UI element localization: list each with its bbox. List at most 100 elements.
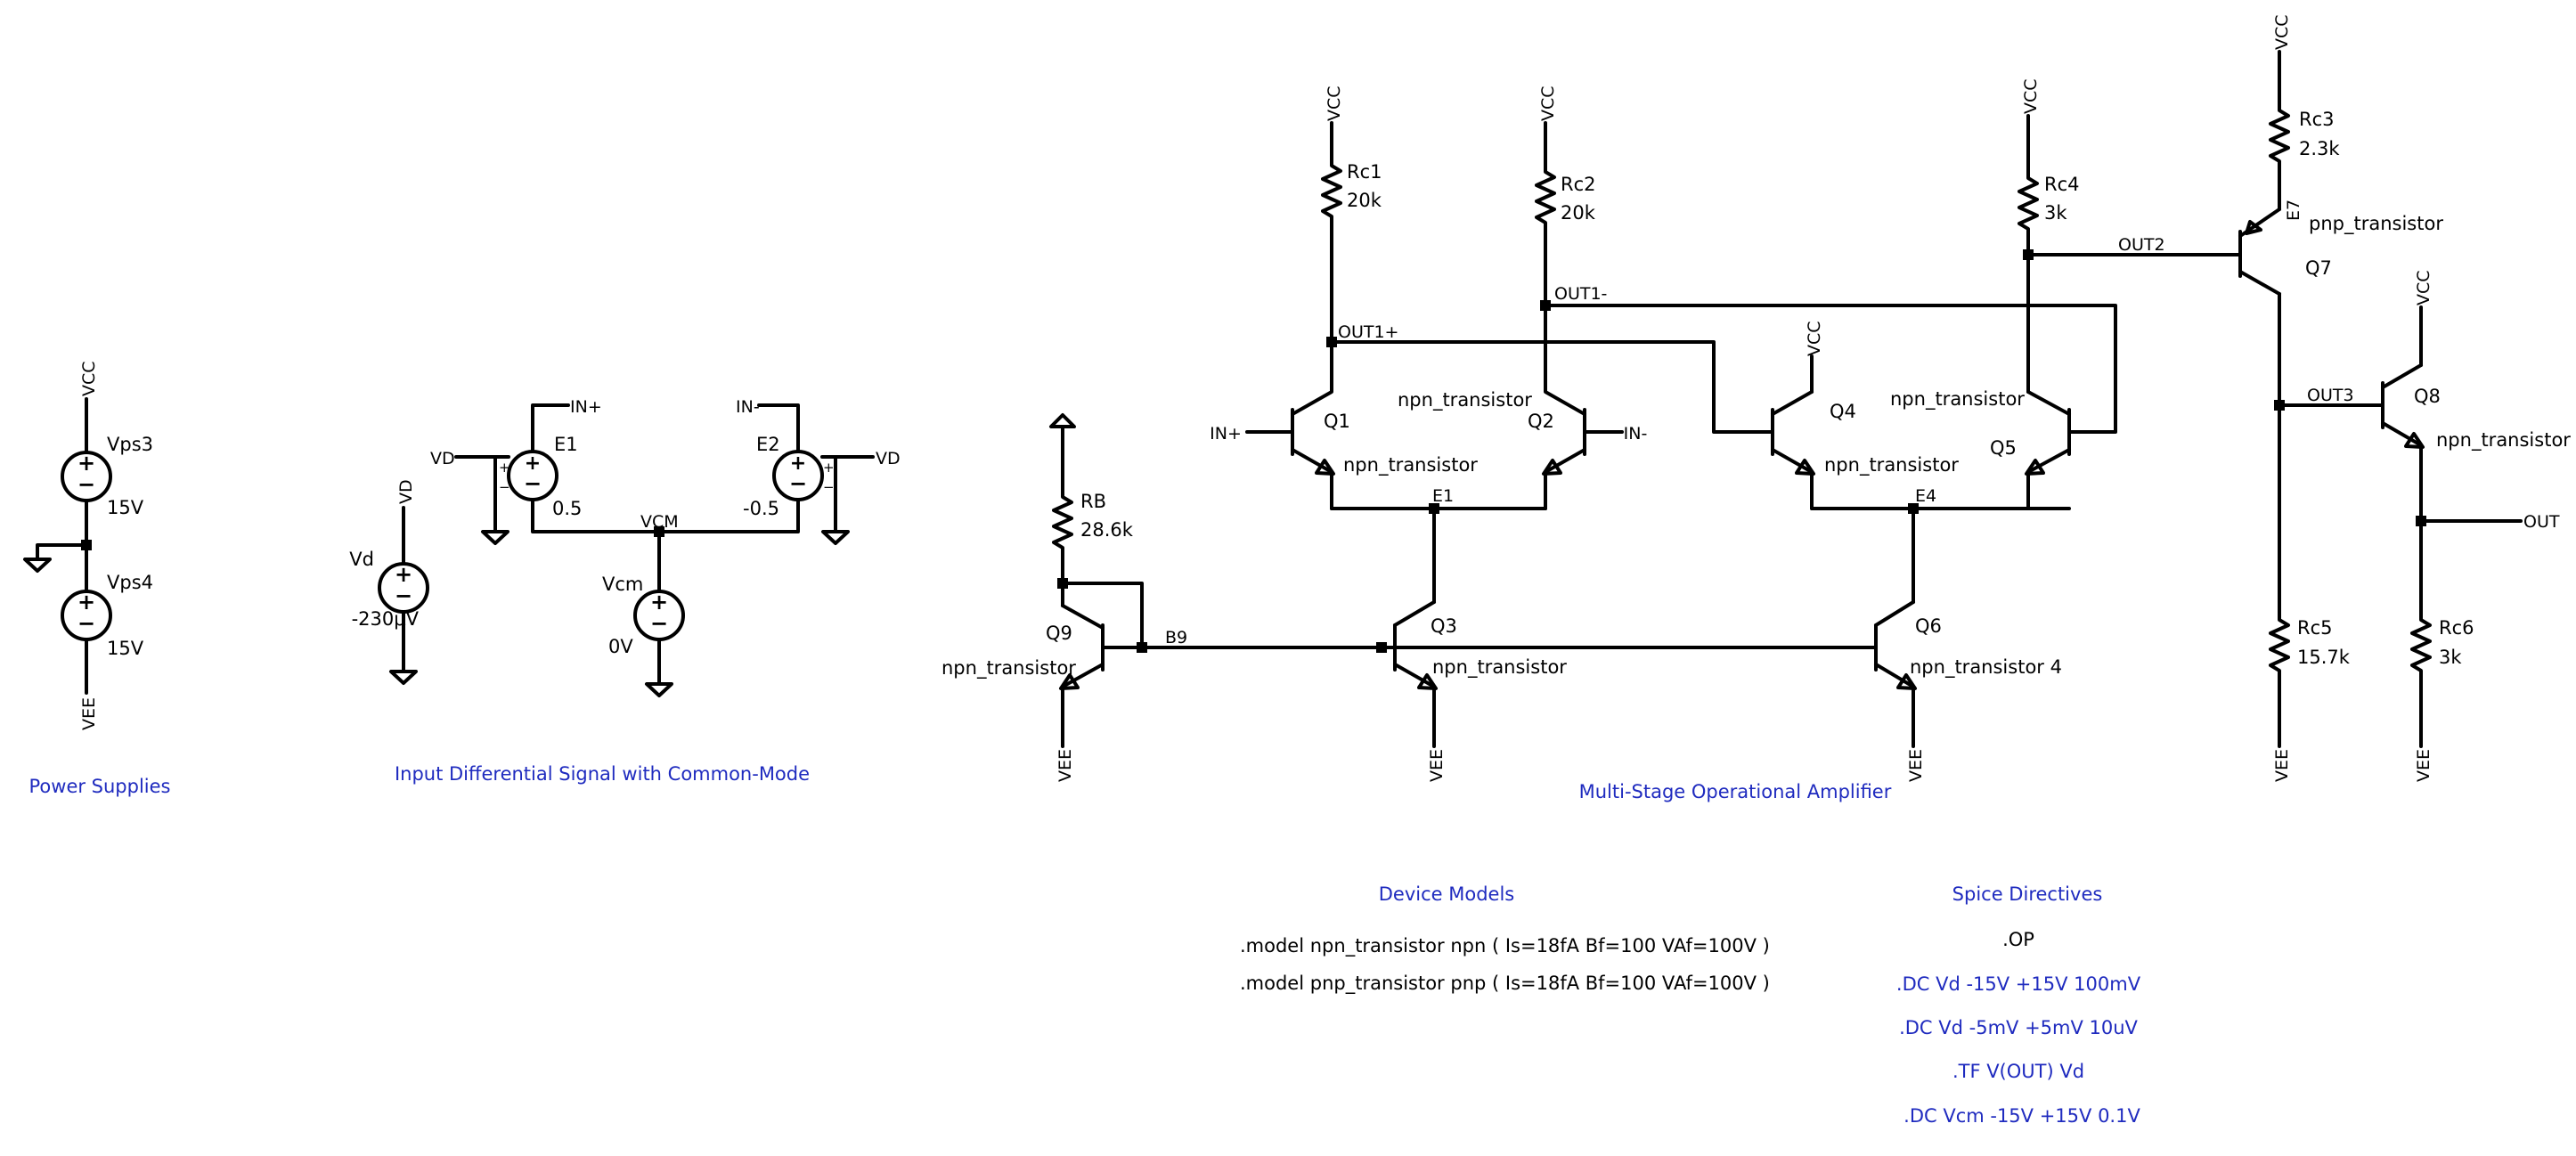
vee-label-q3: VEE (1427, 749, 1447, 782)
e2-name: E2 (756, 434, 780, 455)
vee-label-q6: VEE (1906, 749, 1926, 782)
vps4-name: Vps4 (107, 572, 153, 593)
q5-model: npn_transistor (1890, 388, 2025, 411)
vcm-value: 0V (608, 636, 633, 657)
vd-source-value: -230μV (352, 608, 420, 630)
rc2-value: 20k (1561, 202, 1596, 224)
vcc-label-rc1: VCC (1325, 85, 1344, 121)
rc2-name: Rc2 (1561, 174, 1596, 195)
e1-name: E1 (554, 434, 578, 455)
vd-label-e1: VD (430, 449, 455, 468)
rc5-value: 15.7k (2297, 647, 2351, 668)
q1-model: npn_transistor (1343, 454, 1478, 476)
vd-source-name: Vd (349, 549, 374, 570)
power-supplies: + − + − Vps3 15V Vps4 15V VCC VEE (23, 361, 153, 730)
opamp-wiring: Rc1 20k Rc2 20k Rc4 3k Rc3 2.3k OUT1+ OU… (942, 14, 2571, 782)
vd-label-src: VD (396, 479, 416, 504)
rc4-value: 3k (2044, 202, 2067, 224)
in-plus-label-q1: IN+ (1210, 424, 1242, 444)
vee-label-ps: VEE (79, 697, 99, 730)
out1-minus-label: OUT1- (1554, 284, 1607, 304)
device-models-title: Device Models (1379, 883, 1515, 905)
q6-model: npn_transistor 4 (1910, 656, 2062, 679)
rc4-name: Rc4 (2044, 174, 2080, 195)
vps4-value: 15V (107, 638, 144, 659)
directive-op: .OP (2002, 929, 2034, 950)
e7-net-label: E7 (2284, 199, 2303, 221)
q4-name: Q4 (1830, 401, 1856, 422)
rc3-value: 2.3k (2299, 138, 2340, 159)
svg-text:−: − (823, 479, 835, 495)
q9-name: Q9 (1046, 623, 1072, 644)
out1-plus-label: OUT1+ (1338, 322, 1398, 342)
rb-value: 28.6k (1080, 519, 1134, 541)
directive-dc-vcm: .DC Vcm -15V +15V 0.1V (1903, 1105, 2140, 1127)
vcc-label-q8: VCC (2414, 270, 2433, 305)
vcc-label-q4: VCC (1805, 321, 1824, 356)
e2-value: -0.5 (743, 498, 779, 519)
q5-name: Q5 (1990, 437, 2017, 459)
rc6-value: 3k (2439, 647, 2462, 668)
q2-model: npn_transistor (1398, 389, 1532, 411)
rc1-name: Rc1 (1347, 161, 1382, 183)
rc3-name: Rc3 (2299, 109, 2335, 130)
in-minus-label-q2: IN- (1624, 424, 1648, 444)
opamp-title: Multi-Stage Operational Amplifier (1579, 781, 1892, 802)
svg-text:+: + (77, 451, 95, 476)
svg-text:+: + (650, 590, 668, 615)
svg-text:+: + (525, 452, 541, 475)
b9-net-label: B9 (1165, 628, 1187, 647)
q7-name: Q7 (2305, 257, 2332, 279)
vcc-label-rc4: VCC (2021, 78, 2041, 114)
svg-text:−: − (499, 479, 510, 495)
spice-directives-title: Spice Directives (1952, 883, 2103, 905)
q3-model: npn_transistor (1432, 656, 1567, 679)
svg-text:+: + (790, 452, 806, 475)
vee-label-rc5: VEE (2272, 749, 2292, 782)
model-pnp: .model pnp_transistor pnp ( Is=18fA Bf=1… (1240, 973, 1770, 995)
e1-net-label: E1 (1432, 486, 1454, 506)
vps3-value: 15V (107, 497, 144, 518)
in-minus-label-e2: IN- (736, 397, 760, 417)
svg-text:−: − (789, 471, 807, 496)
q9-model: npn_transistor (942, 657, 1076, 680)
directive-dc-vd-2: .DC Vd -5mV +5mV 10uV (1899, 1017, 2138, 1038)
svg-text:+: + (395, 562, 412, 587)
svg-text:+: + (823, 460, 835, 476)
out-label: OUT (2523, 512, 2560, 532)
input-signal-title: Input Differential Signal with Common-Mo… (395, 763, 810, 785)
q2-name: Q2 (1528, 411, 1554, 432)
svg-text:−: − (650, 611, 668, 636)
vee-label-q9: VEE (1056, 749, 1075, 782)
q7-model: pnp_transistor (2309, 213, 2443, 235)
out2-label: OUT2 (2118, 235, 2165, 255)
vcc-label-rc3: VCC (2272, 14, 2292, 50)
vcc-label-rc2: VCC (1538, 85, 1558, 121)
directive-tf: .TF V(OUT) Vd (1952, 1061, 2084, 1082)
e1-value: 0.5 (552, 498, 582, 519)
q3-name: Q3 (1431, 615, 1457, 637)
svg-text:−: − (77, 611, 95, 636)
e4-net-label: E4 (1915, 486, 1936, 506)
q8-model: npn_transistor (2436, 429, 2571, 452)
rc6-name: Rc6 (2439, 617, 2474, 639)
model-npn: .model npn_transistor npn ( Is=18fA Bf=1… (1240, 935, 1770, 957)
directive-dc-vd-1: .DC Vd -15V +15V 100mV (1896, 973, 2141, 995)
svg-text:+: + (77, 590, 95, 615)
rc5-name: Rc5 (2297, 617, 2333, 639)
q8-name: Q8 (2414, 386, 2441, 407)
q1-name: Q1 (1324, 411, 1350, 432)
q6-name: Q6 (1915, 615, 1942, 637)
power-supplies-title: Power Supplies (29, 776, 171, 797)
vd-label-e2: VD (876, 449, 901, 468)
vcc-label-ps: VCC (79, 361, 99, 396)
svg-text:−: − (395, 583, 412, 608)
vps3-name: Vps3 (107, 434, 153, 455)
input-signal: + − VD Vd -230μV + − + − IN+ VD E1 0.5 +… (349, 397, 901, 697)
vee-label-rc6: VEE (2414, 749, 2433, 782)
rc1-value: 20k (1347, 190, 1382, 211)
svg-text:+: + (499, 460, 510, 476)
out3-label: OUT3 (2307, 386, 2354, 405)
rb-name: RB (1080, 491, 1106, 512)
